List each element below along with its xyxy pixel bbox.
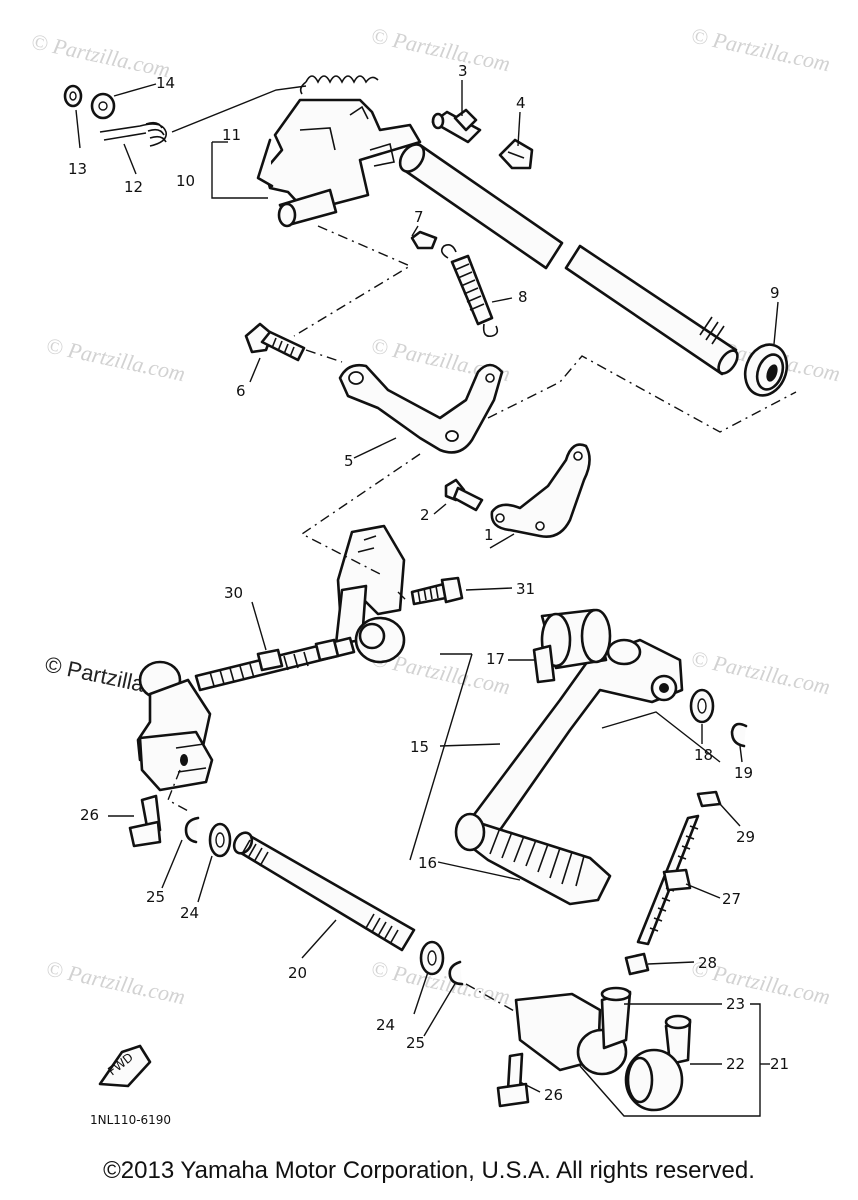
part-10-shift-arm (256, 98, 422, 228)
part-20-shaft (232, 831, 416, 952)
part-12-spring (99, 121, 167, 147)
watermark: © Partzilla.com (29, 28, 172, 82)
callout-10: 10 (176, 172, 195, 190)
callout-27: 27 (722, 890, 741, 908)
callout-5: 5 (344, 452, 354, 470)
part-13-circlip (63, 84, 83, 108)
part-22-ball-joint (624, 1014, 692, 1112)
part-31-bolt (410, 576, 464, 606)
fwd-arrow-icon: FWD (98, 1044, 152, 1088)
watermark: © Partzilla.com (689, 22, 832, 76)
part-26-bolt (128, 794, 162, 848)
callout-11: 11 (222, 126, 241, 144)
part-27-adjuster-rod (636, 814, 700, 946)
part-25-circlip (184, 816, 200, 844)
callout-12: 12 (124, 178, 143, 196)
callout-24: 24 (376, 1016, 395, 1034)
callout-26: 26 (80, 806, 99, 824)
callout-19: 19 (734, 764, 753, 782)
assembly-line (300, 453, 421, 575)
assembly-line (487, 355, 797, 433)
part-29-nut (696, 790, 722, 808)
part-2-screw (444, 478, 484, 512)
callout-4: 4 (516, 94, 526, 112)
assembly-line (167, 769, 191, 813)
assembly-line (305, 349, 343, 363)
part-18-washer (689, 688, 715, 724)
callout-20: 20 (288, 964, 307, 982)
part-24-washer (208, 822, 232, 858)
part-7-bolt (410, 230, 438, 250)
exploded-parts-diagram: © Partzilla.com © Partzilla.com © Partzi… (29, 22, 842, 1127)
part-9-shift-shaft (398, 143, 739, 376)
callout-21: 21 (770, 1055, 789, 1073)
watermark: © Partzilla.com (689, 645, 832, 699)
callout-18: 18 (694, 746, 713, 764)
callout-15: 15 (410, 738, 429, 756)
callout-14: 14 (156, 74, 175, 92)
watermark: © Partzilla.com (369, 22, 512, 76)
part-4-clip (498, 138, 534, 170)
callout-24: 24 (180, 904, 199, 922)
part-6-bolt (244, 322, 306, 362)
callout-8: 8 (518, 288, 528, 306)
callout-3: 3 (458, 62, 468, 80)
callout-9: 9 (770, 284, 780, 302)
part-8-spring (440, 244, 499, 338)
callout-28: 28 (698, 954, 717, 972)
part-16-footrest-rubber (454, 812, 612, 906)
callout-1: 1 (484, 526, 494, 544)
watermark: © Partzilla.com (44, 955, 187, 1009)
part-24-washer (419, 940, 445, 976)
part-23-joint (514, 986, 632, 1076)
callout-17: 17 (486, 650, 505, 668)
part-14-washer (90, 92, 116, 120)
callout-30: 30 (224, 584, 243, 602)
callout-6: 6 (236, 382, 246, 400)
part-28-nut (624, 952, 650, 976)
part-5-lever (338, 363, 504, 454)
part-30-shift-rod (136, 524, 406, 792)
assembly-line (293, 225, 412, 337)
diagram-code: 1NL110-6190 (90, 1113, 171, 1127)
callout-22: 22 (726, 1055, 745, 1073)
part-25-circlip (448, 960, 464, 986)
part-11-spring (299, 75, 379, 95)
callout-2: 2 (420, 506, 430, 524)
part-1-plate (490, 443, 591, 538)
callout-26: 26 (544, 1086, 563, 1104)
part-9-bearing (743, 343, 789, 397)
part-15-shift-pedal (468, 608, 684, 832)
part-26-bolt (496, 1052, 530, 1108)
callout-23: 23 (726, 995, 745, 1013)
watermark: © Partzilla.com (44, 332, 187, 386)
assembly-line (465, 983, 517, 1013)
callout-31: 31 (516, 580, 535, 598)
callout-13: 13 (68, 160, 87, 178)
part-3-bolt (431, 108, 482, 144)
callout-16: 16 (418, 854, 437, 872)
callout-25: 25 (146, 888, 165, 906)
callout-29: 29 (736, 828, 755, 846)
assembly-line (397, 591, 409, 603)
part-19-circlip (730, 722, 748, 748)
callouts: 1 2 3 4 5 6 7 8 9 10 11 12 13 14 15 16 1… (68, 62, 789, 1104)
copyright-notice: ©2013 Yamaha Motor Corporation, U.S.A. A… (103, 1157, 755, 1184)
callout-25: 25 (406, 1034, 425, 1052)
leader-lines (75, 80, 779, 1117)
callout-7: 7 (414, 208, 424, 226)
